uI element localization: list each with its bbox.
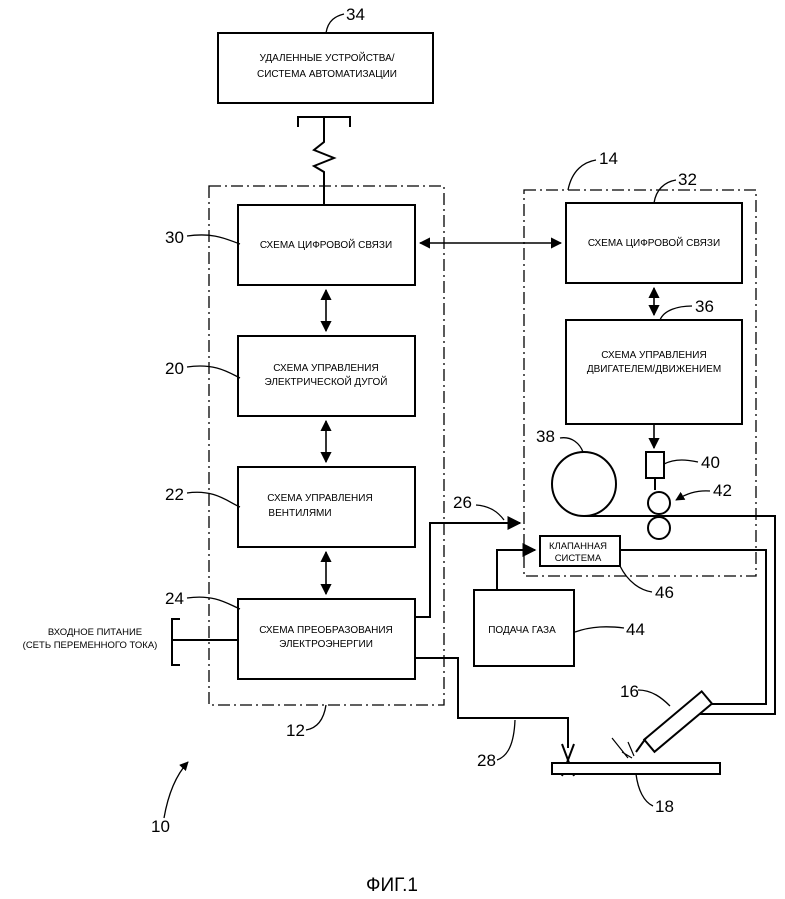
gate-control-box: [238, 467, 415, 547]
ref-24: 24: [165, 589, 184, 608]
power-conversion-label-2: ЭЛЕКТРОЭНЕРГИИ: [279, 639, 373, 650]
arc-control-label-1: СХЕМА УПРАВЛЕНИЯ: [273, 363, 378, 374]
wire-spool: [552, 452, 616, 516]
ground-line-28: [415, 658, 568, 748]
leader-18: [636, 774, 653, 806]
leader-20: [187, 366, 240, 378]
leader-28: [497, 720, 515, 760]
arc-sparks: [612, 738, 634, 758]
leader-24: [187, 597, 240, 609]
ref-36: 36: [695, 297, 714, 316]
ref-40: 40: [701, 453, 720, 472]
ref-42: 42: [713, 481, 732, 500]
remote-devices-box: [218, 33, 433, 103]
welding-torch: [644, 691, 712, 751]
comm-left-label: СХЕМА ЦИФРОВОЙ СВЯЗИ: [260, 238, 392, 251]
leader-36: [660, 306, 692, 320]
input-power-label-1: ВХОДНОЕ ПИТАНИЕ: [48, 627, 142, 638]
leader-34: [326, 14, 344, 33]
ref-34: 34: [346, 5, 365, 24]
input-power-label-2: (СЕТЬ ПЕРЕМЕННОГО ТОКА): [23, 640, 158, 651]
ref-20: 20: [165, 359, 184, 378]
torch-nozzle: [636, 738, 646, 752]
leader-46: [620, 566, 652, 592]
leader-22: [187, 492, 240, 507]
ref-32: 32: [678, 170, 697, 189]
gate-control-label-1: СХЕМА УПРАВЛЕНИЯ: [267, 493, 372, 504]
valve-system-label-1: КЛАПАННАЯ: [549, 541, 607, 552]
remote-devices-label-1: УДАЛЕННЫЕ УСТРОЙСТВА/: [259, 51, 394, 64]
leader-42: [676, 491, 710, 500]
valve-system-label-2: СИСТЕМА: [555, 553, 602, 564]
gas-supply-label: ПОДАЧА ГАЗА: [488, 625, 556, 636]
drive-roll-bottom: [648, 517, 670, 539]
leader-44: [575, 627, 624, 632]
leader-12: [306, 705, 326, 730]
ref-46: 46: [655, 583, 674, 602]
remote-devices-label-2: СИСТЕМА АВТОМАТИЗАЦИИ: [257, 69, 397, 80]
leader-14: [568, 160, 596, 190]
input-power-bracket: [172, 619, 180, 665]
ref-14: 14: [599, 149, 618, 168]
leader-38: [560, 438, 583, 452]
ref-38: 38: [536, 427, 555, 446]
figure-label: ФИГ.1: [366, 875, 418, 896]
motor-control-label-2: ДВИГАТЕЛЕМ/ДВИЖЕНИЕМ: [587, 364, 721, 375]
comm-right-label: СХЕМА ЦИФРОВОЙ СВЯЗИ: [588, 236, 720, 249]
ref-44: 44: [626, 620, 645, 639]
gas-line-to-valve: [497, 550, 535, 590]
leader-26: [476, 505, 504, 520]
ref-16: 16: [620, 682, 639, 701]
ref-26: 26: [453, 493, 472, 512]
ref-10: 10: [151, 817, 170, 836]
leader-30: [187, 235, 240, 244]
leader-16: [638, 690, 670, 706]
ref-30: 30: [165, 228, 184, 247]
gate-control-label-2: ВЕНТИЛЯМИ: [268, 508, 331, 519]
power-conversion-label-1: СХЕМА ПРЕОБРАЗОВАНИЯ: [259, 625, 393, 636]
motor-control-label-1: СХЕМА УПРАВЛЕНИЯ: [601, 350, 706, 361]
leader-32: [654, 180, 676, 203]
workpiece: [552, 763, 720, 774]
leader-40: [664, 460, 698, 464]
ref-18: 18: [655, 797, 674, 816]
ref-22: 22: [165, 485, 184, 504]
arc-control-box: [238, 336, 415, 416]
ref-12: 12: [286, 721, 305, 740]
motor-symbol: [646, 452, 664, 478]
network-connector: [298, 117, 350, 205]
ref-28: 28: [477, 751, 496, 770]
arc-control-label-2: ЭЛЕКТРИЧЕСКОЙ ДУГОЙ: [265, 375, 388, 388]
drive-roll-top: [648, 492, 670, 514]
leader-10: [164, 762, 188, 818]
